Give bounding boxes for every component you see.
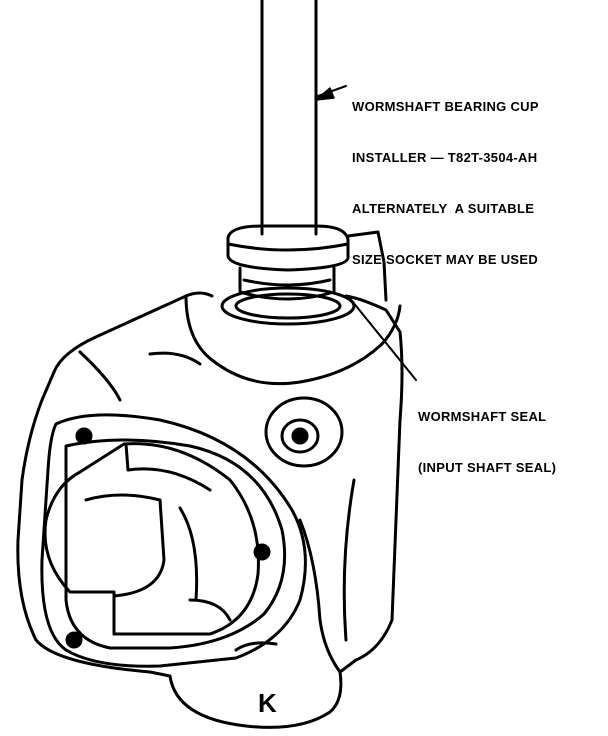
flange-bolt-hole (65, 631, 83, 649)
leader-line-installer (315, 85, 347, 101)
installer-callout: WORMSHAFT BEARING CUP INSTALLER — T82T-3… (352, 64, 539, 285)
mounting-flange (40, 413, 307, 668)
installer-callout-line: INSTALLER — T82T-3504-AH (352, 150, 538, 165)
installer-tool (226, 0, 350, 301)
gear-housing (16, 230, 404, 729)
seal-callout-line: (INPUT SHAFT SEAL) (418, 460, 557, 475)
adjuster-plug (264, 396, 344, 468)
gear-bore (43, 442, 260, 636)
installer-callout-line: WORMSHAFT BEARING CUP (352, 99, 539, 114)
installer-callout-line: SIZE SOCKET MAY BE USED (352, 252, 539, 267)
seal-callout: WORMSHAFT SEAL (INPUT SHAFT SEAL) (418, 374, 556, 493)
seal-callout-line: WORMSHAFT SEAL (418, 409, 547, 424)
wormshaft-seal (220, 286, 356, 326)
figure-code: K (258, 688, 277, 718)
leader-line-seal (347, 295, 417, 381)
flange-bolt-hole (75, 427, 93, 445)
installer-callout-line: ALTERNATELY A SUITABLE (352, 201, 535, 216)
